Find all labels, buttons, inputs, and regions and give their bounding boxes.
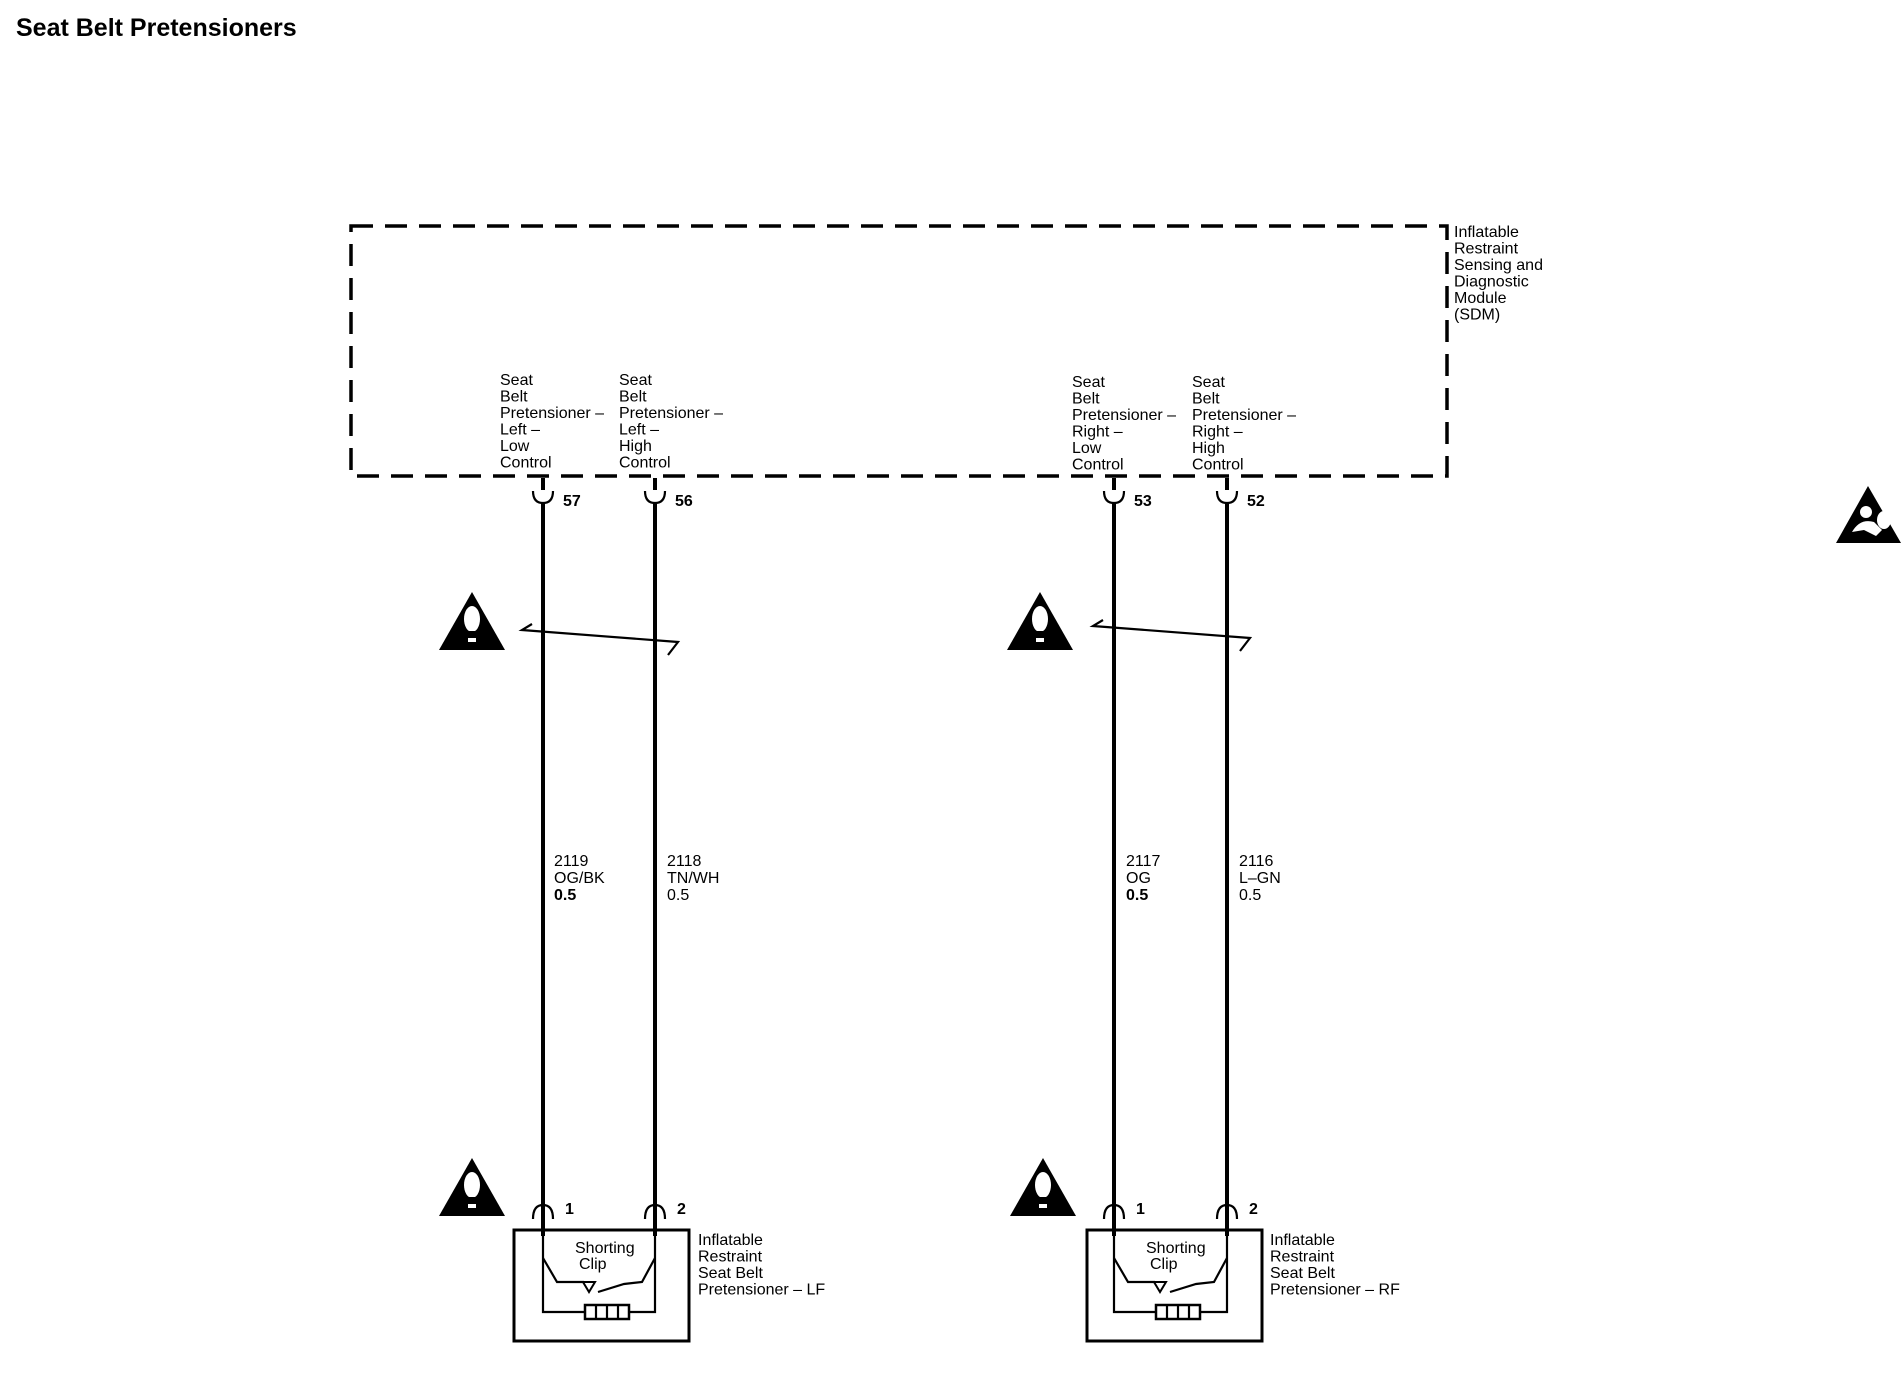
pretensioner-device-lf: Shorting Clip: [512, 1228, 691, 1343]
sdm-pin-number: 52: [1247, 493, 1265, 510]
svg-text:0.5: 0.5: [667, 887, 689, 904]
shorting-clip: [1113, 1257, 1155, 1284]
svg-text:2118: 2118: [667, 853, 702, 870]
svg-text:1: 1: [1136, 1201, 1145, 1218]
device-box: [1085, 1228, 1264, 1343]
warning-triangle-icon: [439, 1158, 505, 1216]
svg-text:2116: 2116: [1239, 853, 1274, 870]
svg-text:OG/BK: OG/BK: [554, 870, 605, 887]
svg-text:OG: OG: [1126, 870, 1151, 887]
sdm-label: Inflatable Restraint Sensing and Diagnos…: [1454, 224, 1547, 324]
warning-triangle-icon: [1010, 1158, 1076, 1216]
svg-text:1: 1: [565, 1201, 574, 1218]
svg-text:0.5: 0.5: [554, 887, 576, 904]
wire-label-rf-low: 2117 OG 0.5: [1126, 853, 1161, 904]
device-label-rf: Inflatable Restraint Seat Belt Pretensio…: [1270, 1232, 1400, 1299]
svg-text:2: 2: [677, 1201, 686, 1218]
warning-triangle-icon: [439, 592, 505, 650]
sdm-connector-rf-low: 53: [1102, 478, 1152, 510]
svg-text:2: 2: [1249, 1201, 1258, 1218]
circuit-function-label-rf-low: Seat Belt Pretensioner – Right – Low Con…: [1072, 374, 1181, 474]
svg-text:0.5: 0.5: [1239, 887, 1261, 904]
svg-text:2117: 2117: [1126, 853, 1161, 870]
svg-text:L–GN: L–GN: [1239, 870, 1281, 887]
sdm-module-box: [349, 224, 1449, 478]
warning-triangle-icon: [1007, 592, 1073, 650]
svg-text:0.5: 0.5: [1126, 887, 1148, 904]
wire-label-rf-high: 2116 L–GN 0.5: [1239, 853, 1281, 904]
sdm-connector-lf-low: 57: [531, 478, 581, 510]
svg-text:2119: 2119: [554, 853, 589, 870]
shorting-clip-label: Shorting Clip: [1146, 1240, 1210, 1273]
svg-text:TN/WH: TN/WH: [667, 870, 719, 887]
page-title: Seat Belt Pretensioners: [16, 14, 297, 42]
twisted-pair-symbol-right: [1089, 619, 1253, 652]
device-box: [512, 1228, 691, 1343]
sdm-pin-number: 57: [563, 493, 581, 510]
circuit-function-label-lf-low: Seat Belt Pretensioner – Left – Low Cont…: [500, 372, 609, 472]
airbag-system-icon: [1836, 486, 1901, 543]
pretensioner-device-rf: Shorting Clip: [1085, 1228, 1264, 1343]
sdm-connector-rf-high: 52: [1215, 478, 1265, 510]
circuit-function-label-lf-high: Seat Belt Pretensioner – Left – High Con…: [619, 372, 728, 472]
sdm-pin-number: 53: [1134, 493, 1152, 510]
twisted-pair-symbol-left: [518, 623, 681, 656]
circuit-function-label-rf-high: Seat Belt Pretensioner – Right – High Co…: [1192, 374, 1301, 474]
shorting-clip-label: Shorting Clip: [575, 1240, 639, 1273]
sdm-connector-lf-high: 56: [643, 478, 693, 510]
device-label-lf: Inflatable Restraint Seat Belt Pretensio…: [698, 1232, 825, 1299]
wire-label-lf-low: 2119 OG/BK 0.5: [554, 853, 605, 904]
sdm-pin-number: 56: [675, 493, 693, 510]
wire-label-lf-high: 2118 TN/WH 0.5: [667, 853, 719, 904]
shorting-clip: [542, 1257, 584, 1284]
